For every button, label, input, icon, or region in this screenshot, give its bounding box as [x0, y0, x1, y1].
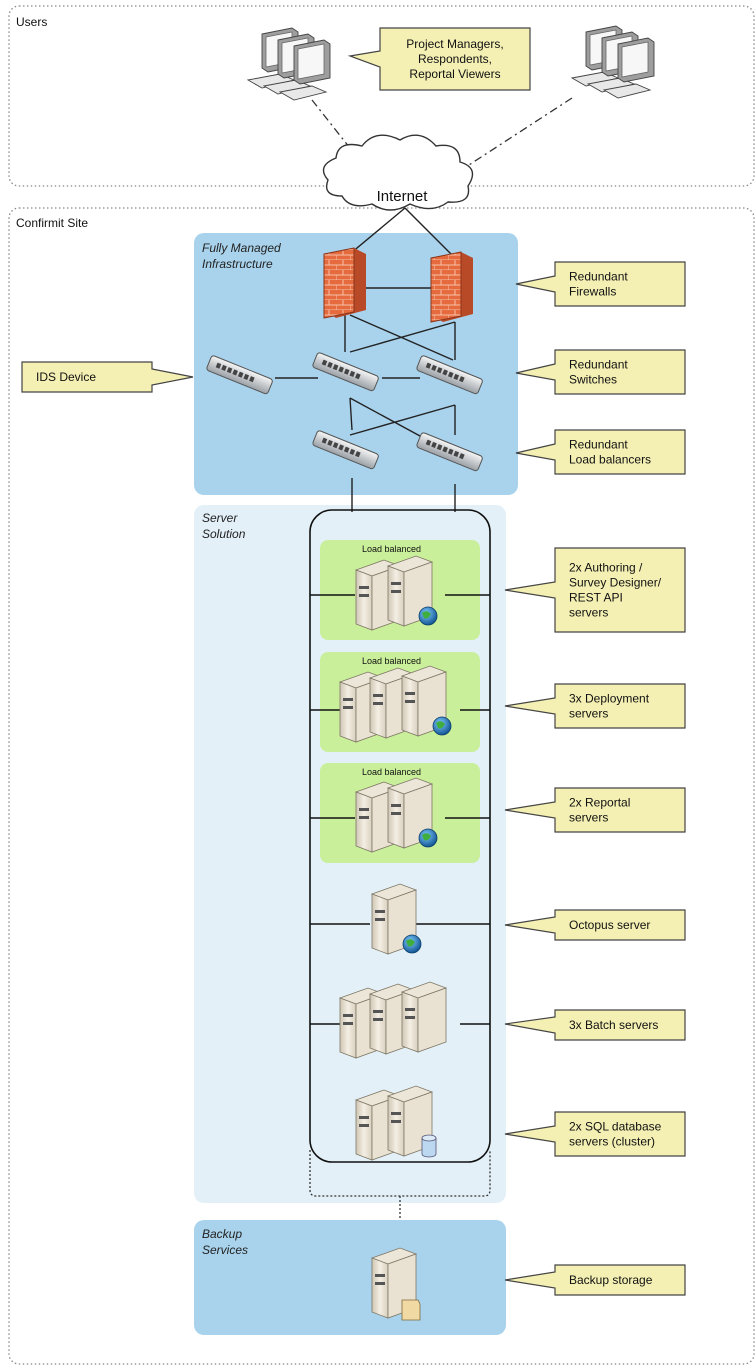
- callout-batch: 3x Batch servers: [504, 1009, 686, 1041]
- callout-users-line: Respondents,: [418, 52, 492, 66]
- callout-backup: Backup storage: [504, 1264, 686, 1296]
- user-link-left: [311, 99, 373, 177]
- internet-cloud: Internet: [322, 134, 474, 211]
- callout-authoring-line: Survey Designer/: [569, 576, 662, 590]
- callout-ids-line: IDS Device: [36, 370, 96, 384]
- workstation-icon-right: [570, 25, 655, 99]
- backup-services-label-2: Services: [202, 1243, 248, 1257]
- internet-label: Internet: [377, 188, 429, 205]
- user-link-right: [451, 97, 573, 177]
- infrastructure-label-2: Infrastructure: [202, 257, 273, 271]
- backup-services-label-1: Backup: [202, 1227, 242, 1241]
- callout-authoring-line: 2x Authoring /: [569, 561, 643, 575]
- callout-switches-line: Redundant: [569, 358, 628, 372]
- workstation-icon-left: [246, 27, 331, 101]
- callout-switches-line: Switches: [569, 373, 617, 387]
- infrastructure-label-1: Fully Managed: [202, 241, 281, 255]
- callout-users: Project Managers,Respondents,Reportal Vi…: [347, 27, 531, 91]
- callout-authoring-line: servers: [569, 606, 608, 620]
- users-zone: [8, 5, 755, 187]
- users-zone-label: Users: [16, 15, 47, 29]
- storage-icon: [401, 1299, 421, 1321]
- server-solution-label-1: Server: [202, 511, 238, 525]
- batch-server-icon-3: [400, 981, 448, 1053]
- callout-load-balancers-line: Load balancers: [569, 453, 651, 467]
- callout-authoring: 2x Authoring /Survey Designer/REST APIse…: [504, 547, 686, 633]
- callout-users-line: Reportal Viewers: [409, 67, 500, 81]
- callout-firewalls-line: Firewalls: [569, 285, 616, 299]
- server-bus: [309, 509, 491, 1163]
- deployment-server-icon-3: [400, 665, 452, 737]
- callout-sql-line: 2x SQL database: [569, 1120, 662, 1134]
- site-zone: [8, 207, 755, 1365]
- firewall-icon-left: [323, 247, 366, 319]
- callout-authoring-line: REST API: [569, 591, 623, 605]
- device-icons: [206, 25, 655, 1321]
- callout-backup-line: Backup storage: [569, 1273, 653, 1287]
- database-icon: [421, 1138, 437, 1158]
- authoring-server-icon-2: [386, 555, 438, 627]
- callout-ids: IDS Device: [21, 361, 194, 393]
- callout-load-balancers-line: Redundant: [569, 438, 628, 452]
- callout-octopus-line: Octopus server: [569, 918, 650, 932]
- server-solution-label-2: Solution: [202, 527, 246, 541]
- callout-users-line: Project Managers,: [406, 37, 503, 51]
- callout-sql-line: servers (cluster): [569, 1135, 655, 1149]
- cluster-authoring-label: Load balanced: [362, 544, 421, 554]
- backup-services-group: [194, 1220, 506, 1335]
- octopus-server-icon: [370, 883, 422, 955]
- callouts: Project Managers,Respondents,Reportal Vi…: [21, 27, 686, 1296]
- callout-reportal-line: servers: [569, 811, 608, 825]
- callout-deployment-line: 3x Deployment: [569, 692, 650, 706]
- ids-switch-icon: [206, 355, 273, 395]
- switch-icon-right: [416, 355, 483, 395]
- switch-icon-left: [312, 352, 379, 392]
- cluster-deployment-label: Load balanced: [362, 656, 421, 666]
- site-zone-label: Confirmit Site: [16, 216, 88, 230]
- firewall-icon-right: [430, 251, 473, 323]
- callout-batch-line: 3x Batch servers: [569, 1018, 658, 1032]
- sql-server-icon-2: [386, 1085, 437, 1158]
- reportal-server-icon-2: [386, 777, 438, 849]
- callout-firewalls-line: Redundant: [569, 270, 628, 284]
- backup-server-icon: [370, 1247, 421, 1321]
- callout-octopus: Octopus server: [504, 909, 686, 941]
- server-taps: [310, 594, 490, 1025]
- callout-deployment-line: servers: [569, 707, 608, 721]
- cluster-reportal-label: Load balanced: [362, 767, 421, 777]
- load-balancer-icon-right: [416, 432, 483, 472]
- load-balancer-icon-left: [312, 430, 379, 470]
- callout-reportal-line: 2x Reportal: [569, 796, 630, 810]
